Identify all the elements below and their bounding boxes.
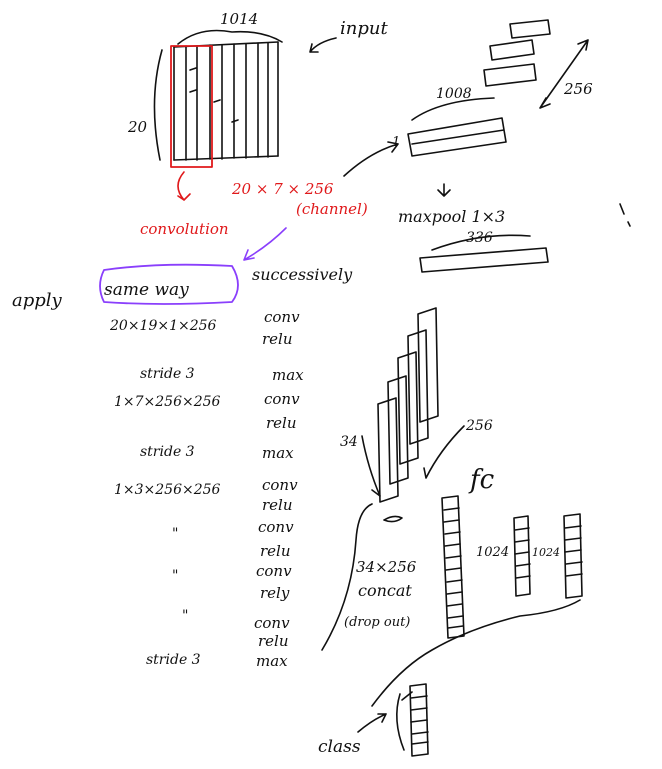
layer-7-shape: " <box>172 568 178 584</box>
fc-layer1-label: 1024 <box>476 545 509 560</box>
channel-slab-3 <box>484 64 536 86</box>
layer-6-op2: relu <box>260 542 291 560</box>
input-height-brace <box>154 50 162 160</box>
layer-5-shape: 1×3×256×256 <box>114 482 221 498</box>
layer-8-op1: conv <box>254 614 290 632</box>
convolution-window <box>171 46 212 167</box>
feature-map-one-label: 1 <box>392 135 400 150</box>
channel-slab-2 <box>490 40 534 60</box>
input-arrow <box>310 38 336 52</box>
input-grid <box>174 42 278 160</box>
feature-map-arrow <box>344 142 398 176</box>
layer-5-op2: relu <box>262 496 293 514</box>
convolution-arrow <box>178 172 190 200</box>
maxpool-label: maxpool 1×3 <box>398 207 505 226</box>
maxpool-arrow <box>438 184 450 196</box>
layer-7-op2: rely <box>260 584 290 602</box>
input-title: input <box>340 18 388 39</box>
concat-dims-label: 34×256 <box>356 558 417 576</box>
feature-map-slab <box>408 118 506 156</box>
feature-map-width-label: 1008 <box>436 86 472 102</box>
fc-layer2-label: 1024 <box>532 546 560 559</box>
input-height-label: 20 <box>127 118 148 136</box>
concat-squiggle <box>384 516 402 521</box>
layer-9-op1: max <box>256 652 288 670</box>
margin-mark <box>620 204 630 226</box>
kernel-label: 20 × 7 × 256 <box>231 180 334 198</box>
dropout-label: (drop out) <box>344 615 410 630</box>
stack-height-arrow <box>362 436 380 496</box>
maxpool-width-label: 336 <box>466 230 493 246</box>
class-label: class <box>318 737 361 757</box>
layer-1-op1: conv <box>264 308 300 326</box>
layer-2-shape: stride 3 <box>140 366 195 382</box>
layer-4-op1: max <box>262 444 294 462</box>
layer-3-op1: conv <box>264 390 300 408</box>
fc-label: fc <box>468 465 495 495</box>
same-way-label: same way <box>104 280 189 300</box>
layer-8-shape: " <box>182 608 188 624</box>
layer-1-shape: 20×19×1×256 <box>109 318 217 334</box>
stack-depth-arrow <box>424 426 464 478</box>
concat-label: concat <box>358 581 412 600</box>
feature-map-depth-label: 256 <box>563 80 593 98</box>
layer-1-op2: relu <box>262 330 293 348</box>
convolution-label: convolution <box>140 220 229 238</box>
output-vector <box>410 684 428 756</box>
layer-8-op2: relu <box>258 632 289 650</box>
stack-height-label: 34 <box>340 434 358 450</box>
layer-6-shape: " <box>172 526 178 542</box>
layer-9-shape: stride 3 <box>146 652 201 668</box>
layer-7-op1: conv <box>256 562 292 580</box>
concat-vector <box>442 496 464 638</box>
channel-slab-1 <box>510 20 550 38</box>
channel-label: (channel) <box>296 200 368 218</box>
input-width-label: 1014 <box>220 10 258 28</box>
apply-label: apply <box>12 290 63 311</box>
fc-layer-2 <box>564 514 582 598</box>
stack-depth-label: 256 <box>465 418 493 434</box>
layer-6-op1: conv <box>258 518 294 536</box>
callout-arrow <box>244 228 286 260</box>
layer-4-shape: stride 3 <box>140 444 195 460</box>
layer-2-op1: max <box>272 366 304 384</box>
output-bracket <box>397 694 404 750</box>
layer-3-shape: 1×7×256×256 <box>114 394 221 410</box>
class-arrow <box>358 714 386 732</box>
successively-label: successively <box>252 265 353 284</box>
fc-layer-1 <box>514 516 530 596</box>
maxpool-slab <box>420 248 548 272</box>
layer-5-op1: conv <box>262 476 298 494</box>
layer-3-op2: relu <box>266 414 297 432</box>
